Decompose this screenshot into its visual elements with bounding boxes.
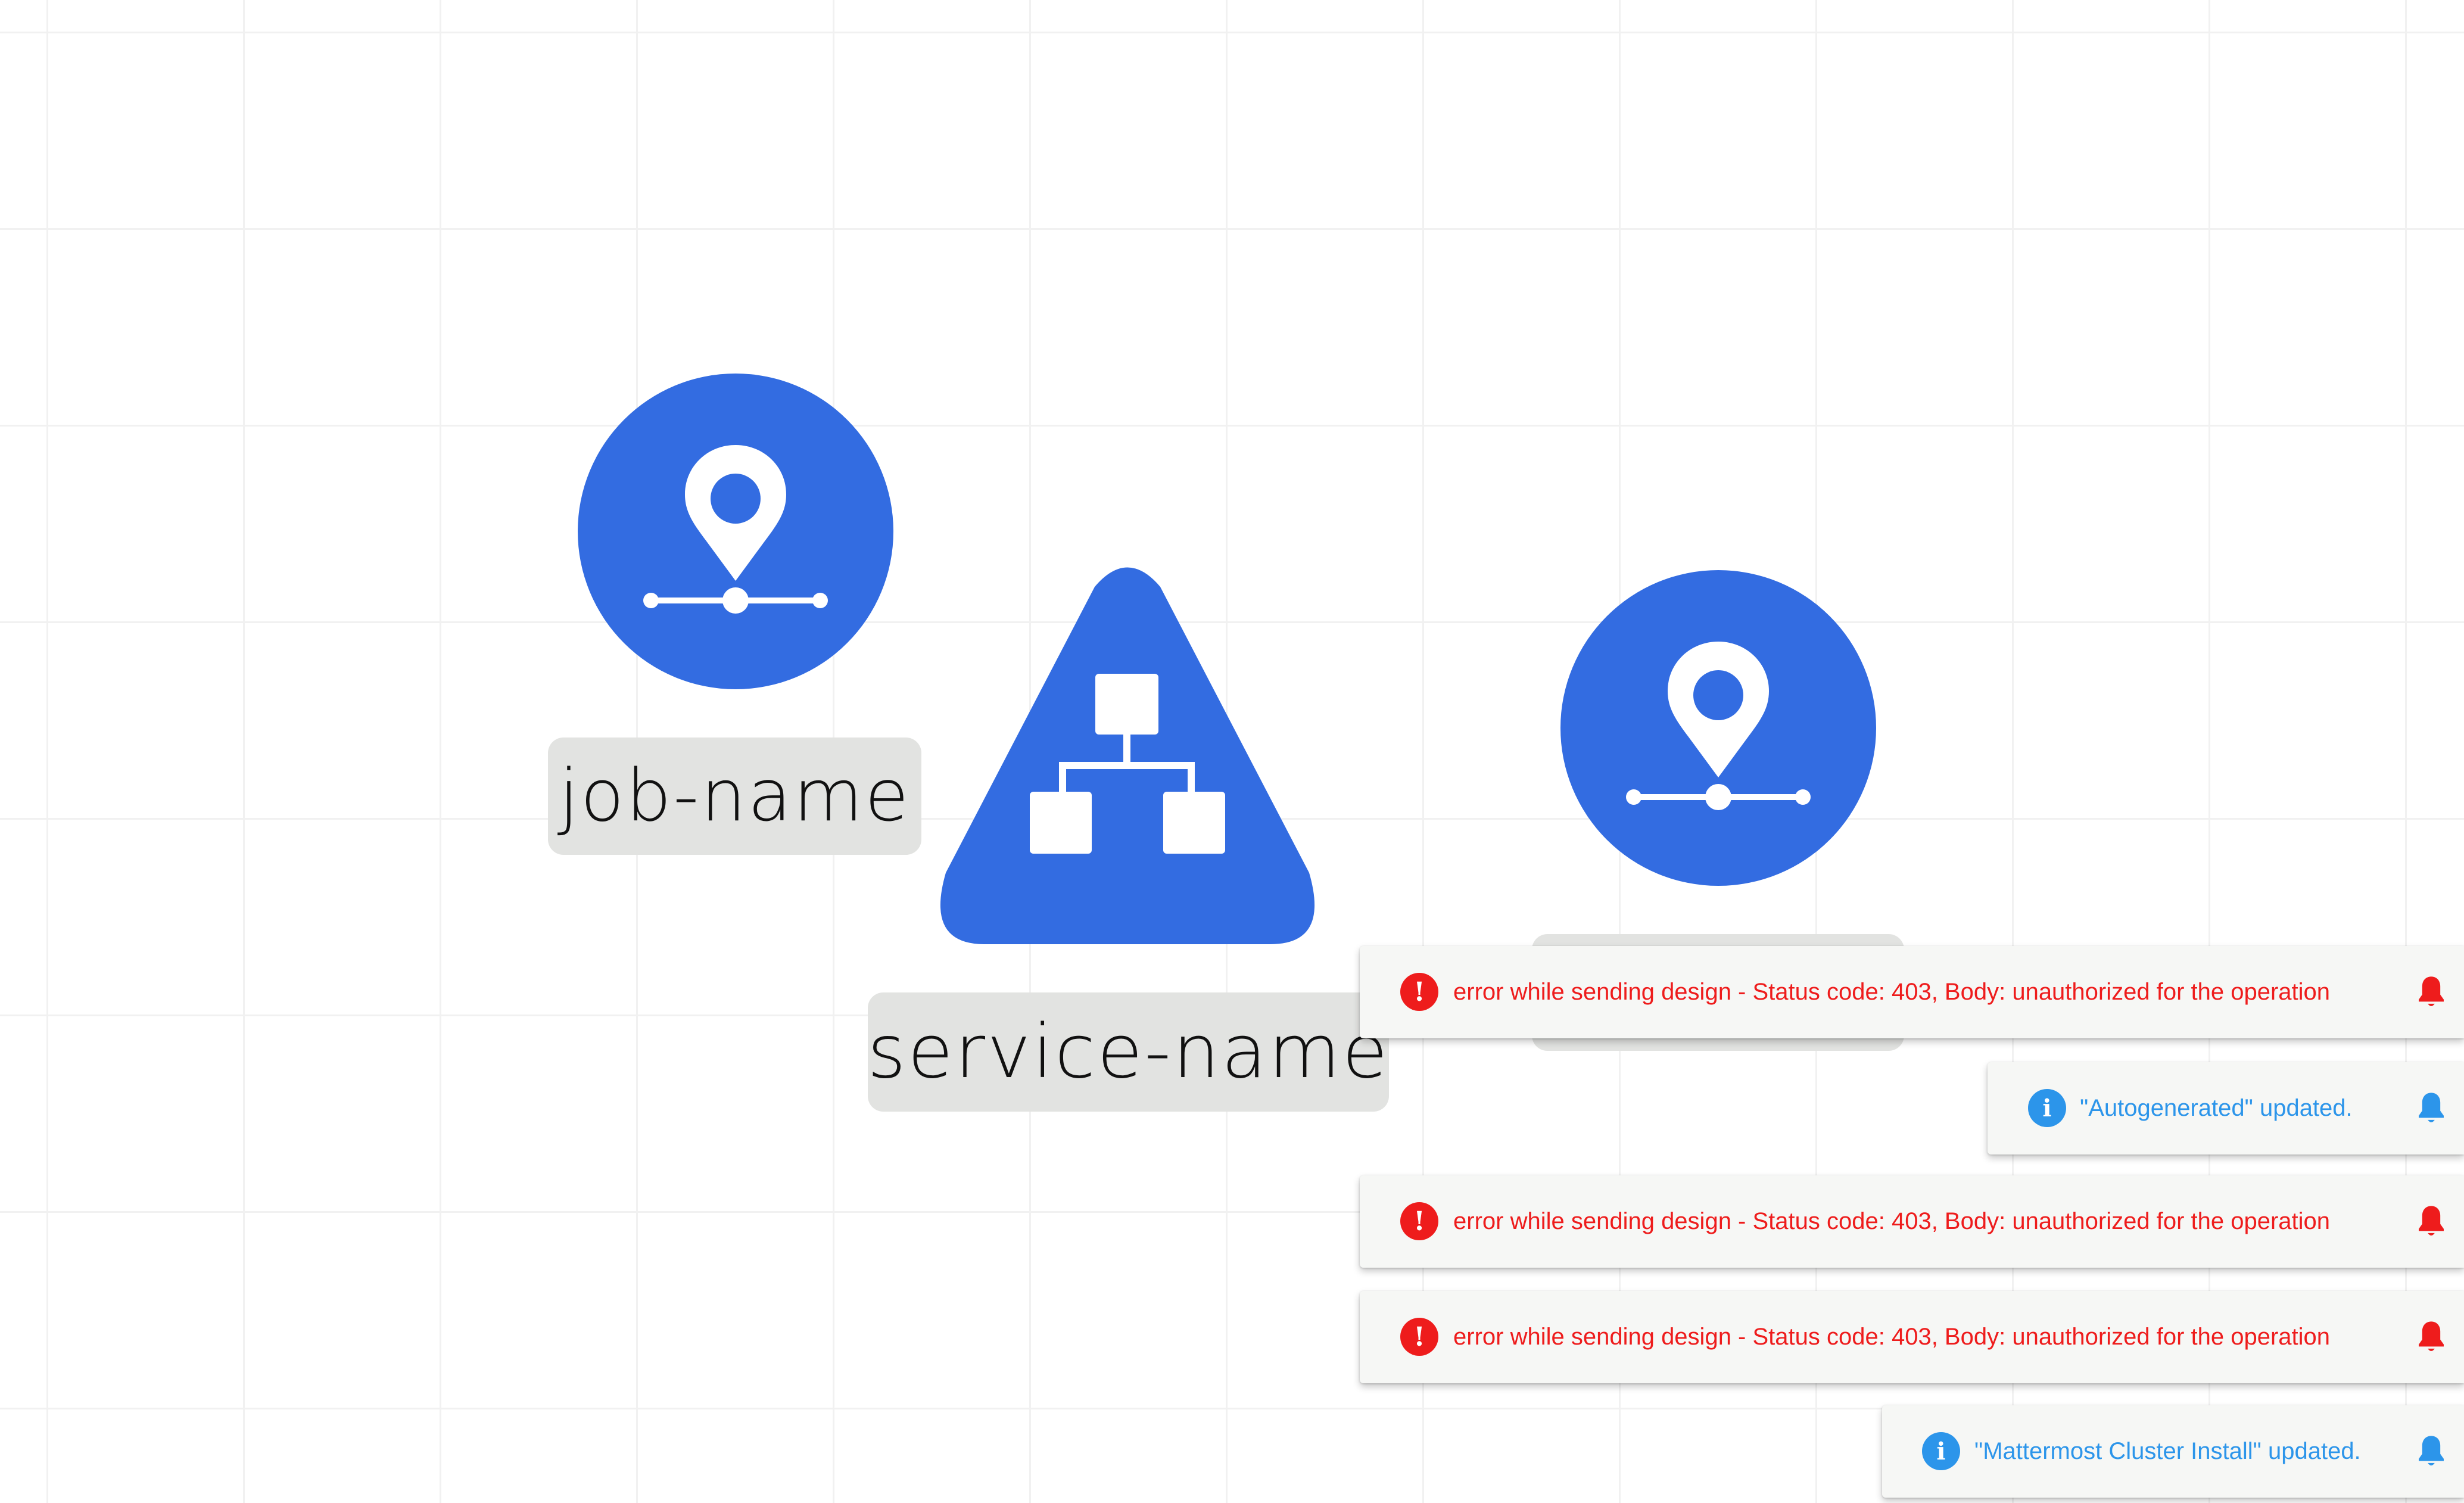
error-icon: ! [1400,973,1438,1011]
error-icon: ! [1400,1318,1438,1356]
bell-icon[interactable] [2415,1318,2448,1355]
notification-error[interactable]: ! error while sending design - Status co… [1360,946,2464,1038]
notification-message: error while sending design - Status code… [1453,1324,2331,1350]
notification-info[interactable]: i "Autogenerated" updated. [1988,1062,2464,1155]
bell-icon[interactable] [2415,973,2448,1010]
hierarchy-network-icon [940,567,1315,944]
notification-message: error while sending design - Status code… [1453,1208,2331,1234]
bell-icon[interactable] [2415,1433,2448,1470]
location-pin-network-icon [1560,570,1876,886]
notification-error[interactable]: ! error while sending design - Status co… [1360,1175,2464,1268]
info-icon: i [1922,1432,1960,1470]
bell-icon[interactable] [2415,1090,2448,1127]
location-pin-network-icon [578,374,893,689]
error-icon: ! [1400,1202,1438,1240]
notification-error[interactable]: ! error while sending design - Status co… [1360,1291,2464,1383]
job-node-label: job-name [548,738,921,855]
service-node-label: service-name [867,992,1389,1112]
notification-message: error while sending design - Status code… [1453,979,2331,1005]
notification-message: "Mattermost Cluster Install" updated. [1974,1438,2361,1464]
job-node[interactable] [578,374,893,689]
location-node[interactable] [1560,570,1876,886]
service-node[interactable] [937,563,1318,944]
notification-message: "Autogenerated" updated. [2080,1095,2353,1121]
info-icon: i [2028,1089,2066,1127]
notification-info[interactable]: i "Mattermost Cluster Install" updated. [1882,1405,2464,1498]
bell-icon[interactable] [2415,1203,2448,1240]
